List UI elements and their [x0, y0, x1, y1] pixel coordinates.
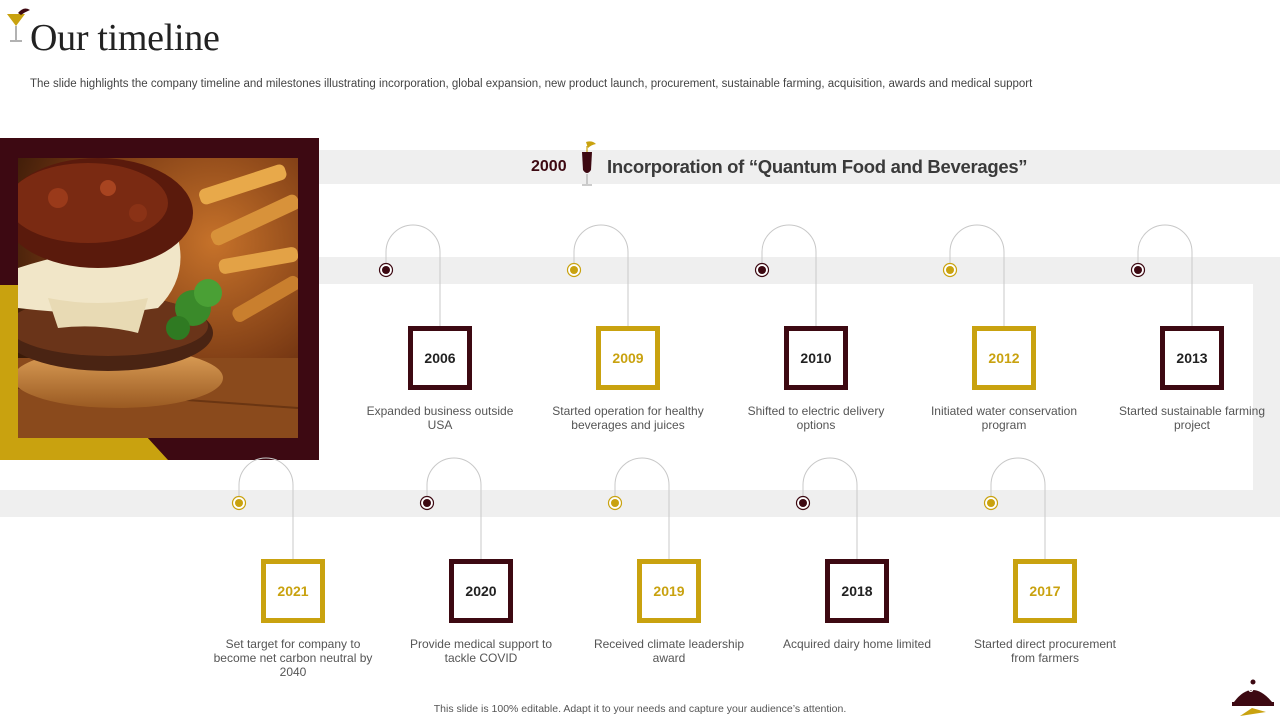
milestone-year: 2018 — [841, 583, 873, 599]
header-band — [316, 150, 1280, 184]
page-number: 9 — [1248, 684, 1254, 695]
milestone-description: Started sustainable farming project — [1118, 404, 1266, 432]
milestone-description: Started direct procurement from farmers — [973, 637, 1117, 665]
milestone-year: 2013 — [1176, 350, 1208, 366]
milestone-year-box: 2012 — [972, 326, 1036, 390]
timeline-dot-fill — [570, 266, 578, 274]
incorporation-text: Incorporation of “Quantum Food and Bever… — [607, 156, 1028, 177]
milestone-year-box: 2006 — [408, 326, 472, 390]
milestone-year: 2012 — [988, 350, 1020, 366]
cocktail-glass-icon — [4, 6, 30, 46]
incorporation-year: 2000 — [531, 158, 567, 175]
milestone-description: Acquired dairy home limited — [782, 637, 932, 651]
image-frame-accent-side — [0, 285, 18, 438]
page-title: Our timeline — [30, 17, 220, 59]
milestone-year-box: 2010 — [784, 326, 848, 390]
timeline-connector — [942, 224, 1005, 330]
milestone-year-box: 2018 — [825, 559, 889, 623]
timeline-dot-fill — [235, 499, 243, 507]
timeline-dot-fill — [382, 266, 390, 274]
timeline-dot-fill — [987, 499, 995, 507]
timeline-track-row1 — [316, 257, 1280, 284]
timeline-dot-fill — [758, 266, 766, 274]
page-subtitle: The slide highlights the company timelin… — [30, 78, 1033, 90]
milestone-year: 2017 — [1029, 583, 1061, 599]
food-cloche-icon — [1232, 678, 1274, 718]
timeline-dot-fill — [611, 499, 619, 507]
timeline-connector — [378, 224, 441, 330]
milestone-year-box: 2020 — [449, 559, 513, 623]
timeline-dot-fill — [1134, 266, 1142, 274]
timeline-connector — [983, 457, 1046, 563]
milestone-description: Received climate leadership award — [593, 637, 745, 665]
timeline-dot-fill — [946, 266, 954, 274]
timeline-connector — [231, 457, 294, 563]
milestone-year-box: 2013 — [1160, 326, 1224, 390]
milestone-description: Shifted to electric delivery options — [747, 404, 885, 432]
drink-glass-icon — [576, 140, 598, 190]
milestone-year-box: 2017 — [1013, 559, 1077, 623]
milestone-year: 2009 — [612, 350, 644, 366]
milestone-year: 2020 — [465, 583, 497, 599]
timeline-connector — [607, 457, 670, 563]
timeline-track-row2 — [0, 490, 1280, 517]
milestone-year-box: 2009 — [596, 326, 660, 390]
timeline-dot-fill — [423, 499, 431, 507]
milestone-description: Set target for company to become net car… — [213, 637, 373, 679]
milestone-year: 2010 — [800, 350, 832, 366]
milestone-description: Provide medical support to tackle COVID — [409, 637, 553, 665]
timeline-dot-fill — [799, 499, 807, 507]
milestone-description: Initiated water conservation program — [930, 404, 1078, 432]
timeline-connector — [795, 457, 858, 563]
milestone-year-box: 2019 — [637, 559, 701, 623]
milestone-year: 2019 — [653, 583, 685, 599]
milestone-description: Expanded business outside USA — [366, 404, 514, 432]
milestone-year-box: 2021 — [261, 559, 325, 623]
timeline-connector — [419, 457, 482, 563]
timeline-connector — [754, 224, 817, 330]
timeline-connector — [1130, 224, 1193, 330]
burger-photo — [18, 158, 298, 438]
timeline-connector — [566, 224, 629, 330]
timeline-track-connector — [1253, 284, 1280, 517]
milestone-year: 2006 — [424, 350, 456, 366]
milestone-year: 2021 — [277, 583, 309, 599]
image-frame-accent-base — [0, 438, 168, 460]
milestone-description: Started operation for healthy beverages … — [552, 404, 704, 432]
footer-note: This slide is 100% editable. Adapt it to… — [433, 703, 847, 715]
